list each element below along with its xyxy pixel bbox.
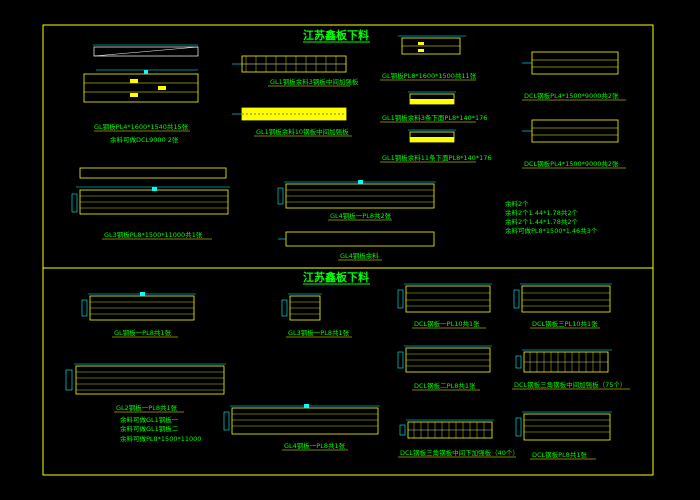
note-3: 余料2个1.44*1.78共2个 [505, 217, 578, 226]
b-gl2-note-1: 余料可做GL1钢板一 [120, 415, 179, 424]
gl3-long-label: GL3钢板PL8*1500*11000共1张 [104, 230, 203, 239]
gl-main-note: 余料可做DCL9000 2张 [110, 135, 179, 144]
b-dcl-d-label: DCL钢板三角钢板中间加强板（75个） [514, 380, 626, 389]
sheet-border [42, 24, 654, 476]
gl1-board-b-label: GL1钢板余料10钢板中间加强板 [256, 127, 349, 136]
gl-main-label: GL钢板PL4*1600*1540共15张 [94, 122, 189, 131]
b-gl3-label: GL3钢板一PL8共1张 [288, 328, 350, 337]
gl4-cut-drawing [278, 231, 435, 247]
gl4-cut-label: GL4钢板余料 [340, 251, 379, 260]
b-gl-label: GL钢板一PL8共1张 [114, 328, 171, 337]
dcl-top-plate-2-drawing [522, 119, 619, 143]
gl-tbar-b-drawing [408, 129, 456, 143]
b-dcl-e-drawing [399, 419, 494, 439]
gl-tbar-b-label: GL1钢板余料11条下面PL8*140*176 [382, 153, 492, 162]
top-section-title: 江苏鑫板下料 [303, 28, 369, 42]
gl-tbar-a-drawing [408, 91, 456, 105]
gl1-board-a-label: GL1钢板余料3钢板中间加强板 [270, 77, 359, 86]
b-dcl-a-label: DCL钢板一PL10共1张 [414, 319, 480, 328]
b-dcl-c-label: DCL钢板二PL8共1张 [414, 381, 476, 390]
b-gl2-note-3: 余料可做PL8*1500*11000 [120, 434, 201, 443]
gl4-board-label: GL4钢板一PL8共2张 [330, 211, 392, 220]
b-dcl-f-label: DCL钢板PL8共1张 [532, 450, 587, 459]
b-dcl-d-drawing [515, 349, 612, 373]
b-dcl-a-drawing [397, 283, 492, 313]
gl-tbar-a-label: GL1钢板余料3条下面PL8*140*176 [382, 113, 487, 122]
b-dcl-b-drawing [513, 283, 612, 313]
gl-tbar-label: GL钢板PL8*1600*1500共11张 [382, 71, 477, 80]
b-gl2-label: GL2钢板一PL8共1张 [116, 403, 178, 412]
note-4: 余料可做PL8*1500*1.46共3个 [505, 226, 598, 235]
b-gl2-note-2: 余料可做GL1钢板二 [120, 424, 179, 433]
gl-main-plate-drawing [83, 44, 199, 103]
note-1: 余料2个 [505, 199, 529, 208]
b-dcl-e-label: DCL钢板三角钢板中间下加强板（40个） [400, 448, 519, 457]
remnant-notes: 余料2个 余料2个1.44*1.78共2个 余料2个1.44*1.78共2个 余… [505, 199, 598, 235]
gl-tbar-plate-drawing [398, 35, 466, 55]
dcl-top-1-label: DCL钢板PL4*1500*9000共2张 [524, 91, 619, 100]
gl4-board-drawing [277, 180, 436, 209]
note-2: 余料2个1.44*1.78共2个 [505, 208, 578, 217]
b-gl2-plate-drawing [65, 363, 226, 395]
bottom-section-title: 江苏鑫板下料 [303, 270, 369, 284]
gl3-long-plate-drawing [71, 167, 230, 215]
dcl-top-plate-1-drawing [522, 51, 619, 75]
b-dcl-c-drawing [397, 345, 492, 373]
b-gl-plate-drawing [81, 292, 196, 321]
b-gl3-plate-drawing [281, 293, 322, 321]
gl1-board-a-drawing [232, 55, 347, 73]
b-gl4-plate-drawing [223, 404, 380, 435]
b-dcl-f-drawing [515, 411, 612, 441]
b-gl4-label: GL4钢板一PL8共1张 [284, 441, 346, 450]
gl1-board-b-drawing [232, 107, 347, 121]
b-dcl-b-label: DCL钢板三PL10共1张 [532, 319, 598, 328]
dcl-top-2-label: DCL钢板PL4*1500*9000共2张 [524, 159, 619, 168]
